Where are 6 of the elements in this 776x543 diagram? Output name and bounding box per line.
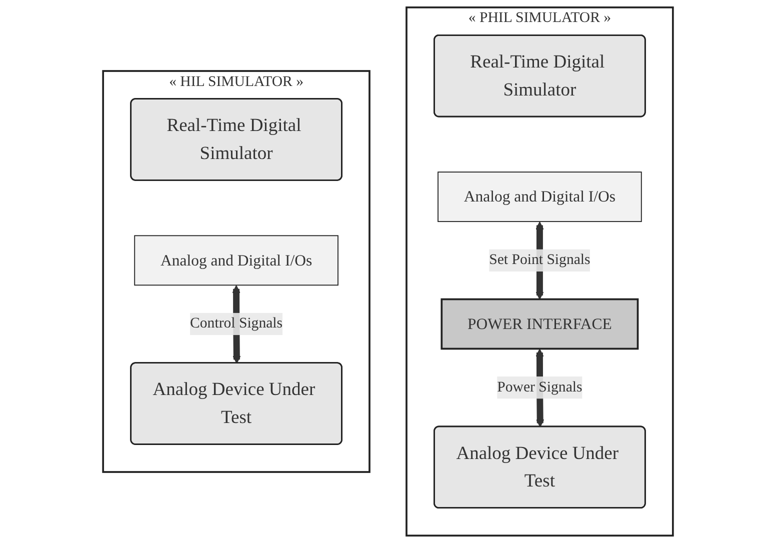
edge-label: Control Signals: [190, 316, 283, 332]
edge-label: Power Signals: [497, 379, 582, 395]
node-box: POWER INTERFACE: [440, 298, 639, 350]
edge-label: Set Point Signals: [489, 252, 590, 268]
node-box: Analog and Digital I/Os: [438, 172, 642, 222]
node-box: Analog and Digital I/Os: [134, 235, 338, 286]
